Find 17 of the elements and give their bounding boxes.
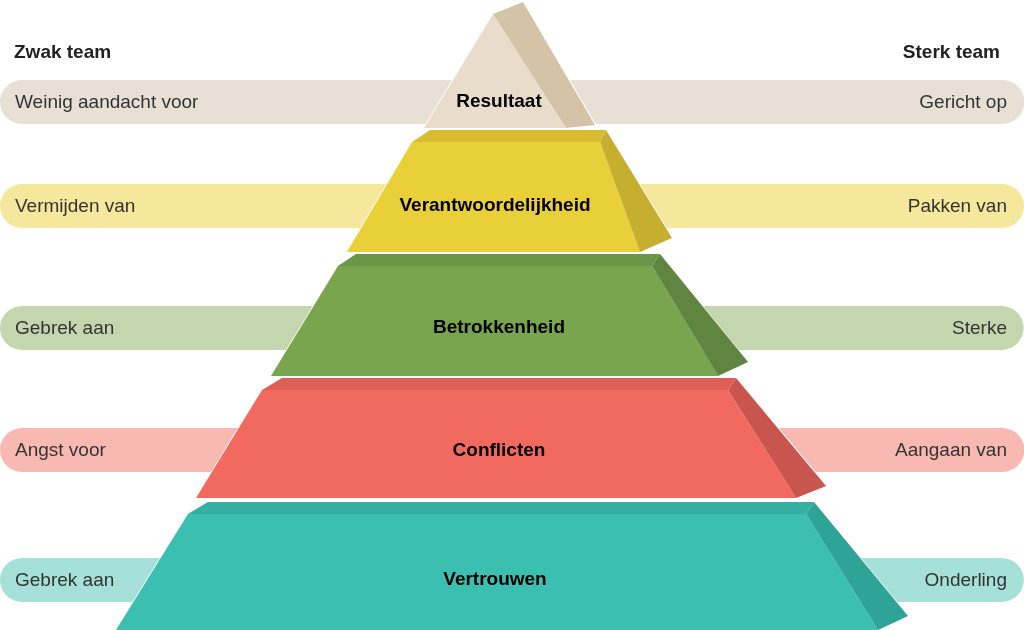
band-text: Aangaan van — [895, 437, 1007, 462]
column-heading: Sterk team — [902, 40, 1000, 64]
band-text: Angst voor — [15, 437, 106, 462]
layer-title: Betrokkenheid — [433, 314, 565, 339]
band-text: Gebrek aan — [15, 315, 115, 340]
band-text: Vermijden van — [15, 193, 136, 218]
band-text: Gebrek aan — [15, 567, 115, 592]
band-text: Pakken van — [907, 193, 1007, 218]
band-text: Sterke — [952, 315, 1007, 340]
layer-title: Verantwoordelijkheid — [399, 192, 591, 217]
band-text: Gericht op — [919, 89, 1007, 114]
band-text: Onderling — [924, 567, 1007, 592]
layer-title: Conflicten — [452, 437, 546, 462]
column-heading: Zwak team — [14, 40, 112, 64]
band-text: Weinig aandacht voor — [15, 89, 199, 114]
layer-title: Resultaat — [456, 88, 542, 113]
layer-title: Vertrouwen — [443, 566, 547, 591]
